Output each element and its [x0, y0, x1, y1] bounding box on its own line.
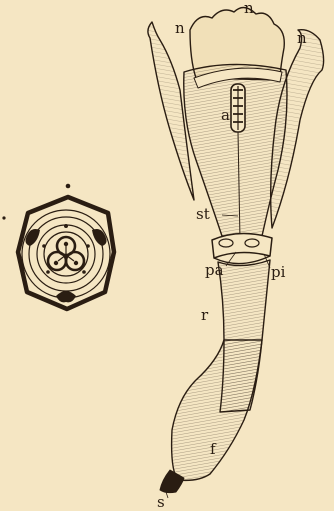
label-s: s: [157, 493, 165, 511]
label-r: r: [201, 306, 209, 324]
flower-drawing: [148, 7, 324, 498]
label-n-left: n: [175, 19, 185, 37]
label-a: a: [221, 106, 230, 124]
stamen-dot: [64, 224, 68, 228]
stamen-dot: [86, 244, 90, 248]
anther: [231, 84, 245, 132]
label-pa: pa: [205, 261, 224, 279]
label-st: st: [196, 205, 210, 223]
edge-mark: [2, 216, 5, 219]
floral-diagram: [2, 184, 114, 309]
paracorolla: [212, 233, 272, 263]
stamen-dot: [46, 270, 50, 274]
stamen-dot: [82, 270, 86, 274]
label-pi: pi: [271, 263, 286, 281]
label-n-top: n: [244, 0, 254, 17]
stamen-dot: [66, 184, 71, 189]
label-n-right: n: [297, 29, 307, 47]
stamen-dot: [42, 244, 46, 248]
